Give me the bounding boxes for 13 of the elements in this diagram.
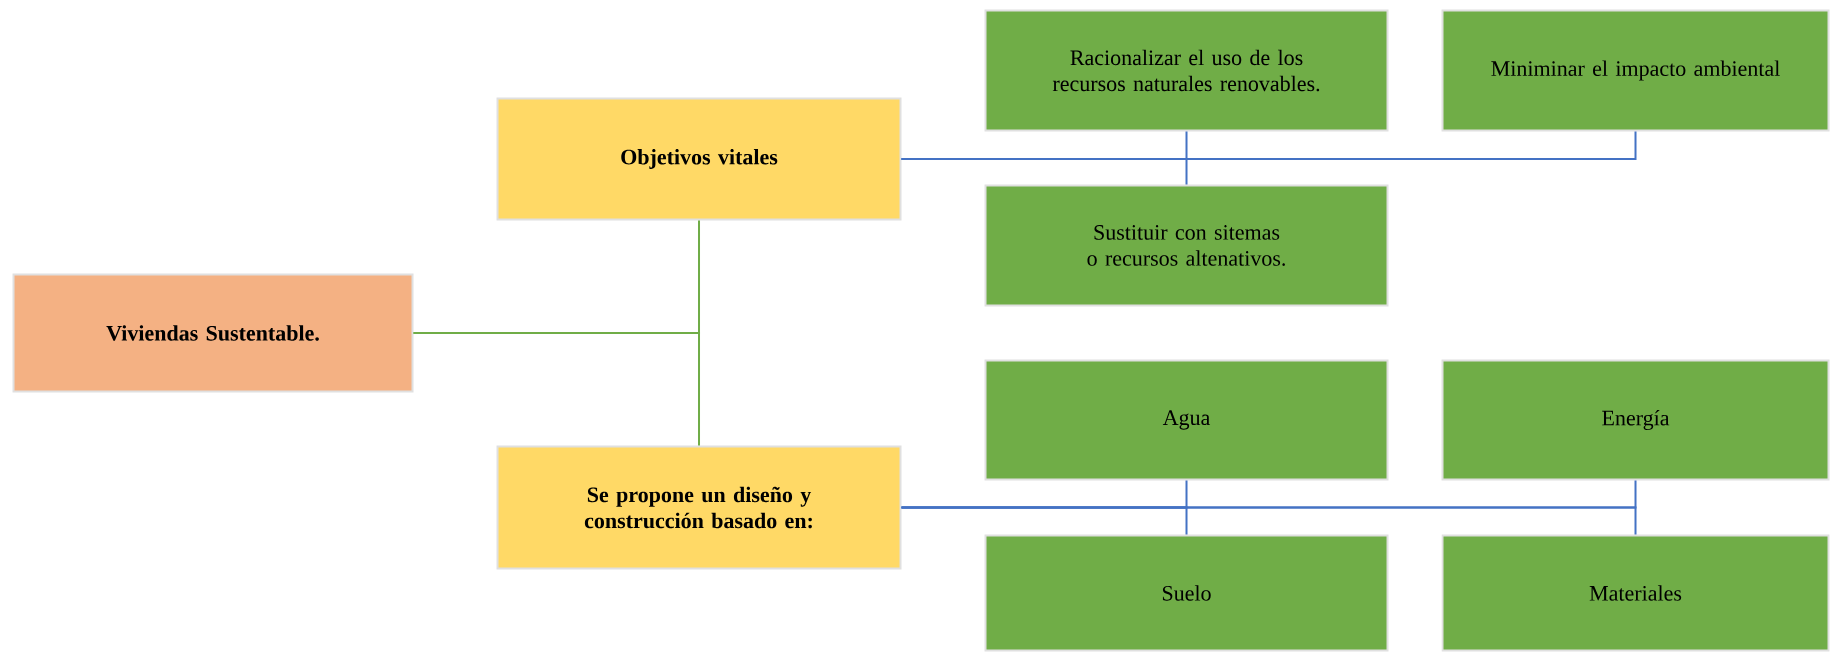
connector-line	[900, 506, 1637, 536]
item-box: Agua	[984, 359, 1389, 481]
title-box: Viviendas Sustentable.	[12, 273, 414, 393]
item-box: Suelo	[984, 534, 1389, 652]
connector-line	[412, 332, 700, 447]
item-box: Miniminar el impacto ambiental	[1441, 9, 1830, 132]
connector-line	[900, 158, 1188, 186]
category-box: Se propone un diseño y construcción basado en:	[496, 445, 902, 570]
item-box: Materiales	[1441, 534, 1830, 652]
item-box: Energía	[1441, 359, 1830, 481]
item-box: Racionalizar el uso de los recursos naturales renovables.	[984, 9, 1389, 132]
item-box: Sustituir con sitemas o recursos altenativos.	[984, 184, 1389, 307]
category-box: Objetivos vitales	[496, 97, 902, 221]
